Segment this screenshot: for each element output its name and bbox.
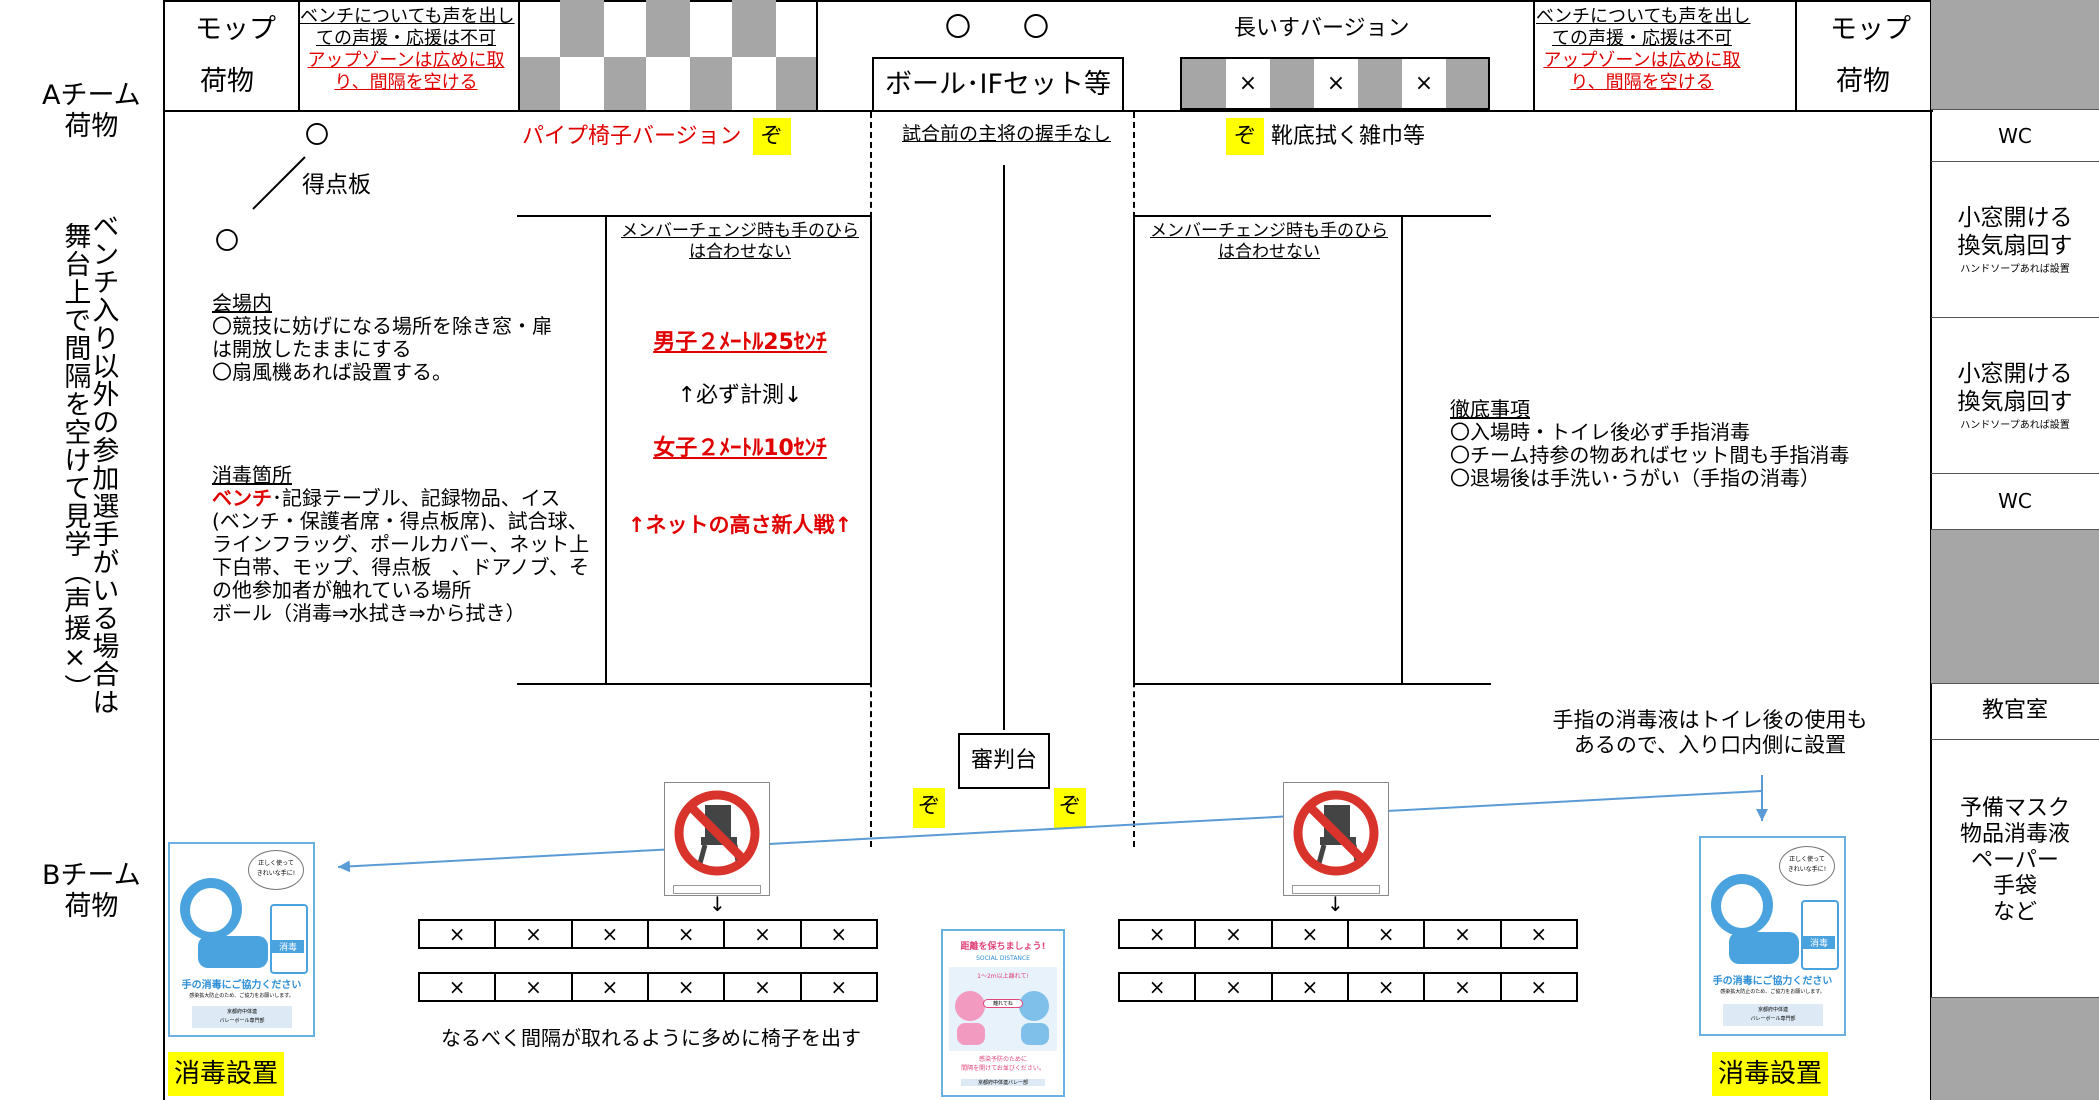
sidebar: WC 小窓開ける 換気扇回す ハンドソープあれば設置 小窓開ける 換気扇回す ハ… [1931,0,2099,1100]
net-height-note: ↑ネットの高さ新人戦↑ [627,513,853,537]
attack-line-left-bottom [517,683,607,685]
long-chair-bench: × × × [1180,57,1490,110]
scoreboard-circle-bottom: 〇 [215,227,239,255]
top-border [163,0,1933,2]
bench-note-left: ベンチについても声を出し ての声援・応援は不可 アップゾーンは広めに取 り、間隔… [300,6,515,93]
sanitizer-bottle-icon [270,904,308,974]
top-right-mop: モップ [1830,14,1911,45]
sidebar-wc-1: WC [1931,110,2099,162]
top-right-luggage: 荷物 [1836,66,1890,97]
girls-net-height: 女子２ﾒｰﾄﾙ10ｾﾝﾁ [653,436,827,461]
court-right [1133,215,1403,685]
sidebar-window-2: 小窓開ける 換気扇回す ハンドソープあれば設置 [1931,318,2099,474]
ball-set-box: ボール･IFセット等 [872,57,1124,112]
divider [1533,0,1535,110]
pipe-chair-version: パイプ椅子バージョン ぞ [522,118,791,155]
bench-row-right-1: ×××××× [1118,919,1578,949]
boys-net-height: 男子２ﾒｰﾄﾙ25ｾﾝﾁ [653,330,827,355]
top-center-circles: 〇 〇 [945,13,1050,43]
bench-row-left-1: ×××××× [418,919,878,949]
top-left-mop: モップ [195,14,276,45]
sidebar-staff-room: 教官室 [1931,684,2099,740]
disinfect-station-right: 消毒設置 [1712,1052,1829,1096]
bench-note-right: ベンチについても声を出し ての声援・応援は不可 アップゾーンは広めに取 り、間隔… [1536,6,1751,93]
hand-disinfect-poster-left: 消毒 正しく使ってきれいな手に! 手の消毒にご協力ください 感染拡大防止のため、… [168,842,315,1037]
scoreboard-label: 得点板 [302,172,371,198]
no-chair-sign-right [1283,782,1389,896]
divider [1795,0,1797,110]
no-chair-icon [1293,790,1379,876]
attack-line-right-bottom [1403,683,1491,685]
down-arrow-left: ↓ [709,892,726,916]
bear-pink-icon [955,991,985,1021]
disinfect-station-left: 消毒設置 [168,1052,285,1096]
no-chair-sign-left [664,782,770,896]
member-change-left: メンバーチェンジ時も手のひらは合わせない [621,221,859,262]
bear-blue-icon [1019,991,1049,1021]
shoe-cloth-note: ぞ 靴底拭く雑巾等 [1226,118,1425,155]
divider [298,0,300,110]
sanitizer-note: 手指の消毒液はトイレ後の使用もあるので、入り口内側に設置 [1552,708,1868,757]
attack-line-right [1403,215,1491,217]
social-distance-poster: 距離を保ちましょう! SOCIAL DISTANCE 1〜2m以上離れて! 離れ… [941,929,1065,1097]
vertical-note-left: 舞台上で間隔を空けて見学（声援×） [59,222,91,702]
sanitizer-bottle-icon [1801,900,1839,970]
sanitizer-arrows [337,775,1768,873]
court-left [605,215,872,685]
down-arrow-right: ↓ [1327,892,1344,916]
team-b-label: Bチーム荷物 [42,860,141,923]
team-a-label: Aチーム荷物 [42,80,141,143]
hand-disinfect-poster-right: 消毒 正しく使ってきれいな手に! 手の消毒にご協力ください 感染拡大防止のため、… [1699,836,1846,1036]
bench-row-right-2: ×××××× [1118,972,1578,1002]
sidebar-window-1: 小窓開ける 換気扇回す ハンドソープあれば設置 [1931,162,2099,318]
scoreboard-circle-top: 〇 [305,121,329,149]
venue-notes: 会場内 〇競技に妨げになる場所を除き窓・扉 は開放したままにする 〇扇風機あれば… [212,291,552,384]
left-border [163,0,165,1100]
must-measure: ↑必ず計測↓ [677,383,803,408]
chairs-note: なるべく間隔が取れるように多めに椅子を出す [441,1026,861,1050]
long-chair-title: 長いすバージョン [1234,16,1410,41]
checkered-bench-left [518,0,828,110]
bench-row-left-2: ×××××× [418,972,878,1002]
vertical-note-right: ベンチ入り以外の参加選手がいる場合は [87,212,119,716]
top-left-luggage: 荷物 [200,66,254,97]
attack-line-left [517,215,607,217]
no-chair-icon [674,790,760,876]
no-handshake-note: 試合前の主将の握手なし [902,123,1112,145]
disinfect-places: 消毒箇所 ベンチ･記録テーブル、記録物品、イス (ベンチ・保護者席・得点板席)、… [212,463,590,625]
thorough-items: 徹底事項 〇入場時・トイレ後必ず手指消毒 〇チーム持参の物あればセット間も手指消… [1450,397,1850,490]
referee-zo-right: ぞ [1054,788,1086,828]
sidebar-wc-2: WC [1931,474,2099,530]
member-change-right: メンバーチェンジ時も手のひらは合わせない [1150,221,1388,262]
referee-zo-left: ぞ [913,788,945,828]
net-line [1003,165,1005,730]
scoreboard-line [252,156,306,210]
referee-stand: 審判台 [958,733,1050,789]
sidebar-supplies: 予備マスク 物品消毒液 ペーパー 手袋 など [1931,740,2099,998]
